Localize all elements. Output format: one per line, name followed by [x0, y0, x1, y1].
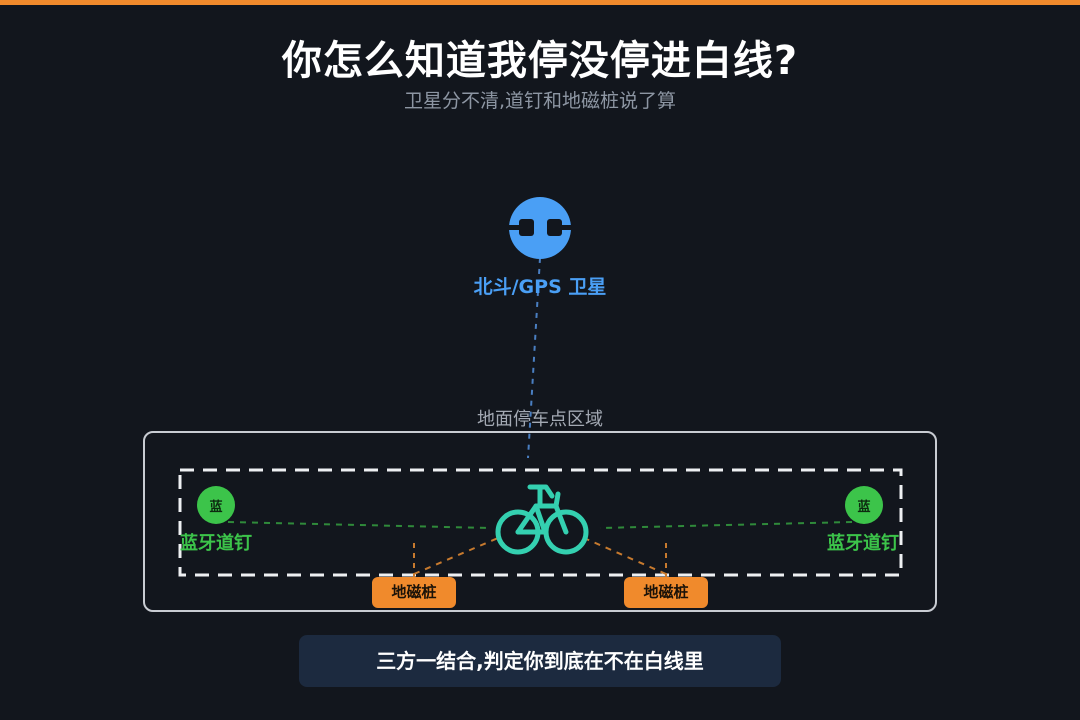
white-line-dashed-box	[178, 468, 903, 577]
page-title: 你怎么知道我停没停进白线?	[281, 38, 799, 84]
mag-left-signal-line	[413, 537, 499, 575]
beacon-left-dot	[197, 486, 235, 524]
conclusion-box: 三方一结合,判定你到底在不在白线里	[299, 635, 781, 687]
parking-zone-label: 地面停车点区域	[477, 409, 603, 430]
satellite-signal-line	[527, 257, 541, 459]
beacon-right-dot-text: 蓝	[857, 500, 871, 515]
page-subtitle: 卫星分不清,道钉和地磁桩说了算	[403, 90, 677, 112]
beacon-left-dot-text: 蓝	[209, 500, 223, 515]
satellite-label: 北斗/GPS 卫星	[473, 276, 607, 298]
beacon-right-dot	[845, 486, 883, 524]
magnetic-post-left: 地磁桩	[372, 577, 456, 608]
satellite-icon	[509, 197, 571, 259]
beacon-right-label: 蓝牙道钉	[827, 533, 899, 554]
beacon-left-signal-line	[227, 521, 491, 529]
parking-area-outer-box	[143, 431, 937, 612]
mag-right-signal-line	[583, 537, 667, 575]
beacon-left-label: 蓝牙道钉	[180, 533, 252, 554]
beacon-right-signal-line	[599, 521, 853, 529]
accent-top-bar	[0, 0, 1080, 5]
magnetic-post-right: 地磁桩	[624, 577, 708, 608]
bicycle-icon	[495, 484, 589, 555]
